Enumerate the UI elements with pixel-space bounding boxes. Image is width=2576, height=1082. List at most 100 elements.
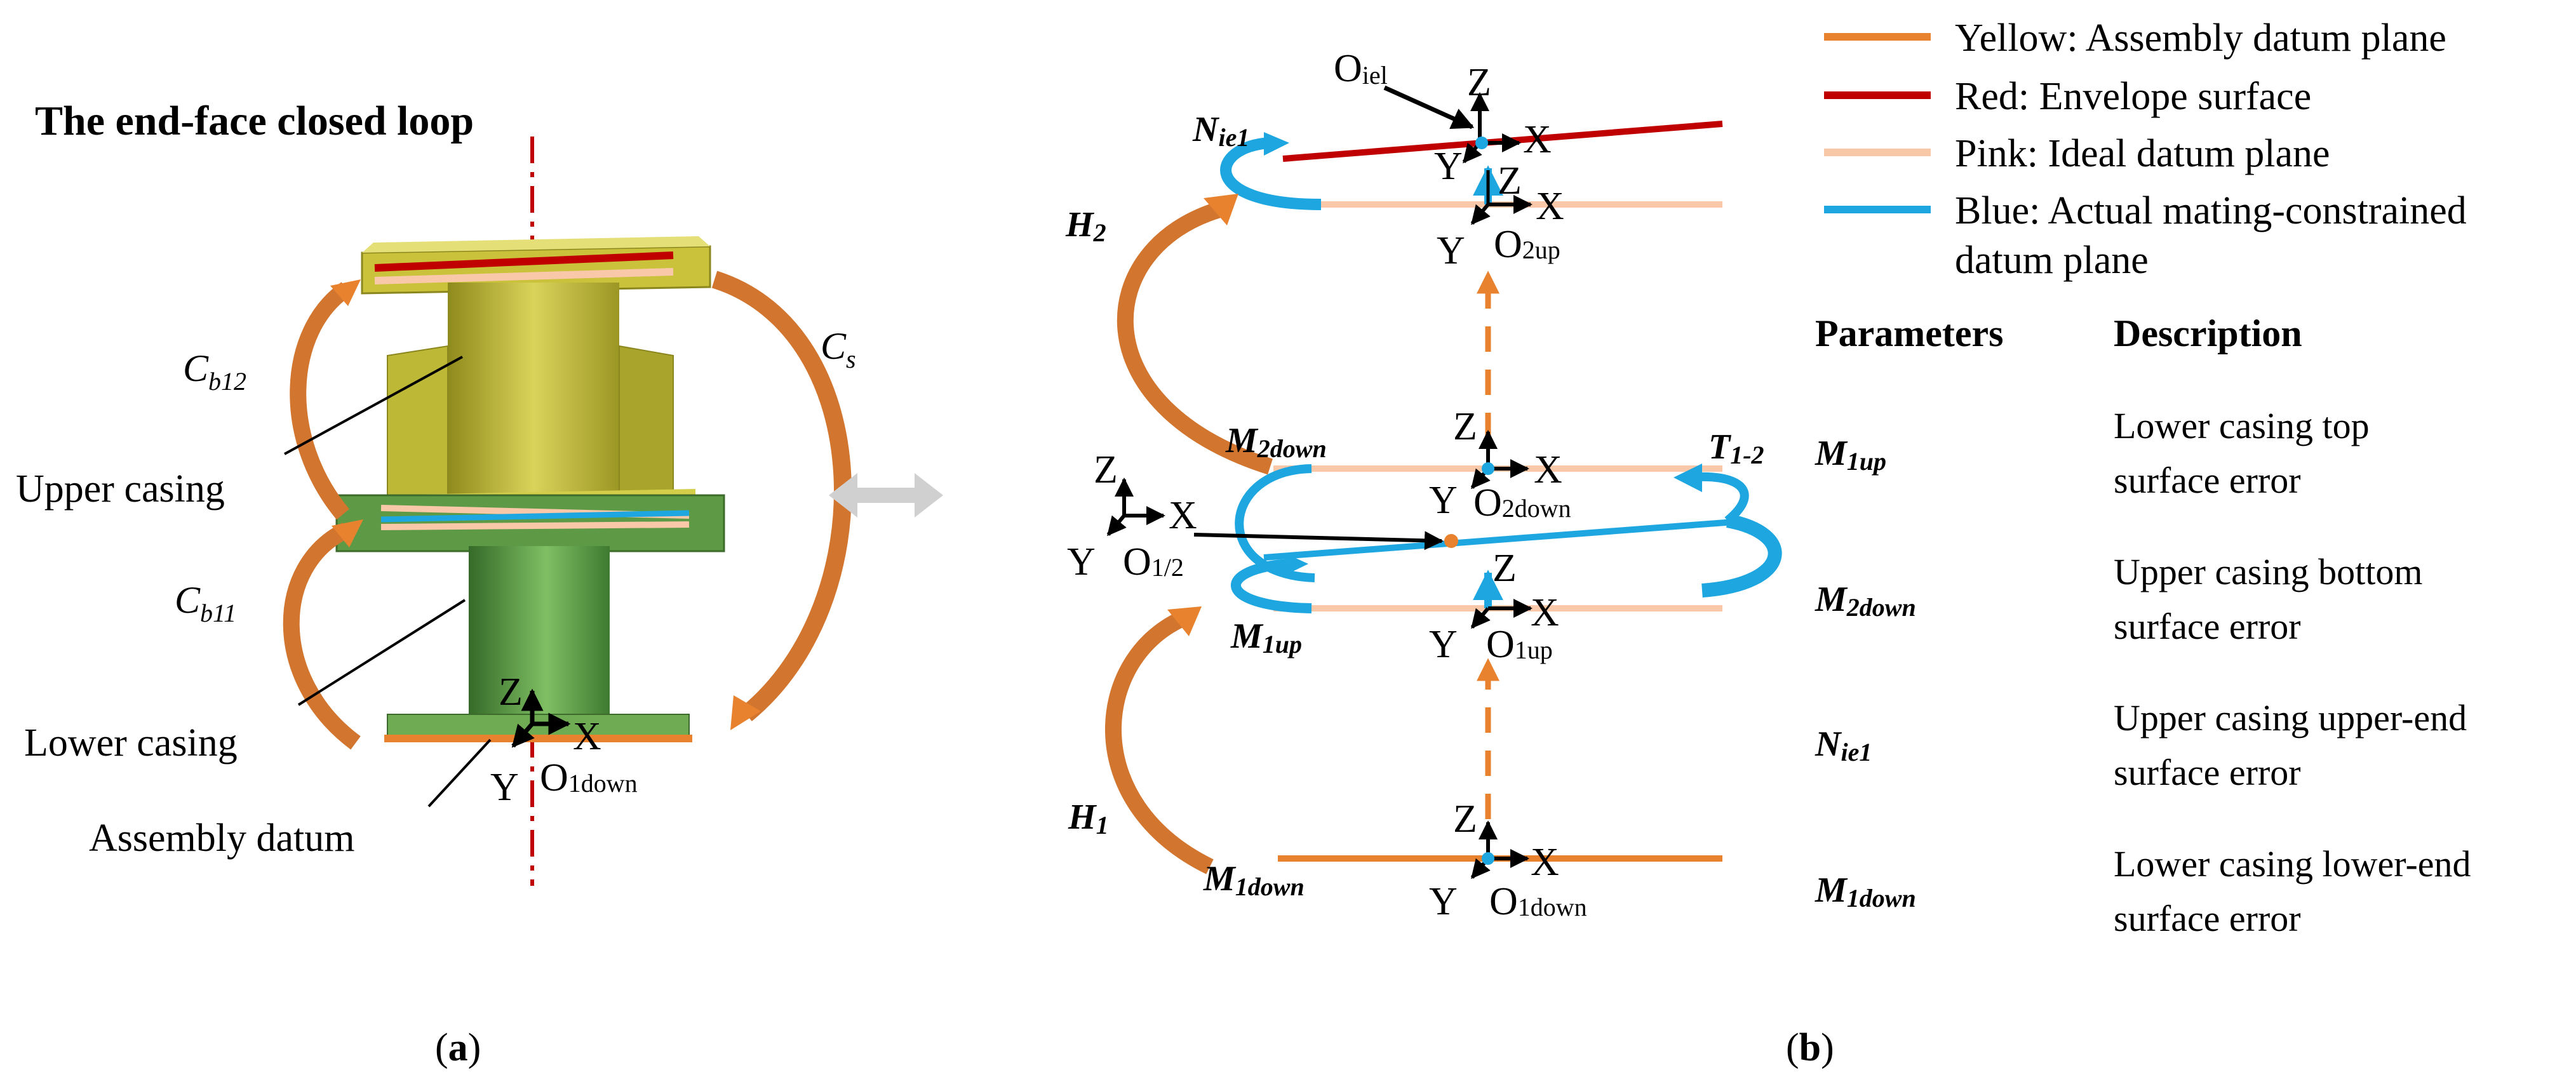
panel-b: Z X Y Oiel Z X Y O2up Z X Y O2down xyxy=(1065,47,1834,1069)
legend-label-yellow: Yellow: Assembly datum plane xyxy=(1955,17,2446,60)
arrow-h2-head xyxy=(1204,194,1238,225)
desc-row-4-line2: surface error xyxy=(2114,898,2301,939)
legend-label-red: Red: Envelope surface xyxy=(1955,75,2311,118)
arrow-cs-head xyxy=(730,695,761,730)
svg-text:O1down: O1down xyxy=(540,756,638,799)
label-cs: Cs xyxy=(821,325,856,373)
hook-t12-head xyxy=(1674,464,1702,492)
arrow-cb12-head xyxy=(330,279,361,306)
frame-o2up: Z X Y O2up xyxy=(1437,159,1564,272)
arrow-h1-head xyxy=(1167,606,1202,636)
arrow-cb11 xyxy=(283,523,361,750)
mating-blue-plane xyxy=(380,510,690,523)
frame-o2down: Z X Y O2down xyxy=(1429,405,1571,524)
desc-header: Description xyxy=(2114,312,2302,354)
caption-a: (a) xyxy=(435,1026,481,1069)
svg-text:Z: Z xyxy=(499,671,523,714)
label-cb12: Cb12 xyxy=(183,347,246,396)
panel-a-title: The end-face closed loop xyxy=(35,98,474,144)
desc-row-3-line1: Upper casing upper-end xyxy=(2114,697,2467,738)
svg-text:O2down: O2down xyxy=(1473,481,1571,524)
legend-label-pink: Pink: Ideal datum plane xyxy=(1955,132,2330,175)
svg-text:X: X xyxy=(1531,841,1559,884)
upper-red-envelope xyxy=(374,251,674,272)
svg-text:Z: Z xyxy=(1094,448,1118,491)
svg-text:O1down: O1down xyxy=(1489,880,1587,923)
svg-text:X: X xyxy=(1523,118,1552,161)
label-m2down: M2down xyxy=(1225,421,1327,463)
svg-text:Y: Y xyxy=(1429,880,1458,923)
label-lower-casing: Lower casing xyxy=(24,721,238,765)
panel-a: The end-face closed loop xyxy=(16,98,943,1069)
svg-text:Z: Z xyxy=(1453,405,1477,448)
arrow-cb12 xyxy=(290,282,351,520)
desc-row-2-line2: surface error xyxy=(2114,606,2301,647)
desc-row-1-line2: surface error xyxy=(2114,460,2301,501)
desc-row-2-line1: Upper casing bottom xyxy=(2114,551,2422,592)
svg-text:Z: Z xyxy=(1498,159,1522,203)
svg-text:Y: Y xyxy=(1437,229,1465,272)
hook-nie1-head xyxy=(1264,132,1289,156)
svg-text:Y: Y xyxy=(1429,623,1458,666)
desc-row-4-line1: Lower casing lower-end xyxy=(2114,843,2471,885)
frame-oiel: Z X Y Oiel xyxy=(1334,47,1552,188)
param-row-3: Nie1 xyxy=(1815,725,1872,766)
double-arrow-grey xyxy=(829,473,943,518)
svg-text:Y: Y xyxy=(1067,540,1096,584)
blue-plane-mating xyxy=(1263,519,1734,561)
label-upper-casing: Upper casing xyxy=(16,467,225,511)
arrow-cb11-head xyxy=(332,519,363,547)
label-t12: T1-2 xyxy=(1708,427,1764,469)
legend-label-blue: Blue: Actual mating-constrained xyxy=(1955,189,2467,232)
svg-text:O1up: O1up xyxy=(1486,623,1553,666)
svg-text:X: X xyxy=(1536,185,1564,228)
label-cb11: Cb11 xyxy=(175,579,236,627)
arrow-to-o12 xyxy=(1193,531,1444,551)
param-header: Parameters xyxy=(1815,312,2003,354)
hook-t12-top xyxy=(1689,472,1749,524)
frame-o12: Z X Y O1/2 xyxy=(1067,448,1197,584)
svg-text:Z: Z xyxy=(1467,61,1491,104)
leader-lower-casing xyxy=(297,599,466,706)
desc-row-3-line2: surface error xyxy=(2114,752,2301,793)
svg-text:Y: Y xyxy=(490,766,519,809)
leader-assembly-datum xyxy=(427,738,492,808)
svg-text:X: X xyxy=(1531,591,1559,634)
svg-text:X: X xyxy=(1534,448,1562,491)
legend: Yellow: Assembly datum plane Red: Envelo… xyxy=(1824,17,2467,282)
param-table: Parameters Description M1up Lower casing… xyxy=(1815,312,2471,939)
param-row-2: M2down xyxy=(1815,580,1916,622)
arrow-cs xyxy=(711,270,852,721)
label-h2: H2 xyxy=(1065,205,1106,247)
arrow-to-oiel xyxy=(1383,85,1475,130)
param-row-1: M1up xyxy=(1815,434,1886,476)
svg-text:O2up: O2up xyxy=(1494,223,1560,266)
leader-upper-casing xyxy=(284,356,463,455)
frame-o1down-a: Z X Y O1down xyxy=(490,671,638,809)
caption-b: (b) xyxy=(1786,1026,1834,1069)
svg-text:X: X xyxy=(573,715,601,758)
param-row-4: M1down xyxy=(1815,871,1916,912)
legend-label-blue-2: datum plane xyxy=(1955,239,2149,282)
hook-m1up xyxy=(1231,559,1312,613)
arrow-h2 xyxy=(1117,201,1273,475)
svg-text:Oiel: Oiel xyxy=(1334,47,1388,90)
label-m1up: M1up xyxy=(1230,617,1302,658)
hook-m2down xyxy=(1235,464,1315,582)
label-nie1: Nie1 xyxy=(1192,110,1249,152)
hook-t12 xyxy=(1701,514,1782,598)
arrow-h1 xyxy=(1104,611,1214,874)
svg-text:X: X xyxy=(1169,494,1197,537)
mating-pink-plane-2 xyxy=(380,521,690,530)
label-h1: H1 xyxy=(1068,798,1109,839)
label-assembly-datum: Assembly datum xyxy=(89,817,354,860)
svg-text:Y: Y xyxy=(1429,479,1458,522)
svg-text:Y: Y xyxy=(1434,145,1463,188)
hook-nie1 xyxy=(1220,137,1322,210)
svg-text:O1/2: O1/2 xyxy=(1123,540,1184,584)
hook-m1up-head xyxy=(1286,554,1308,575)
frame-o1down-b: Z X Y O1down xyxy=(1429,798,1587,923)
frame-o1up: Z X Y O1up xyxy=(1429,547,1559,666)
point-o12 xyxy=(1444,534,1458,548)
label-m1down: M1down xyxy=(1203,859,1305,901)
